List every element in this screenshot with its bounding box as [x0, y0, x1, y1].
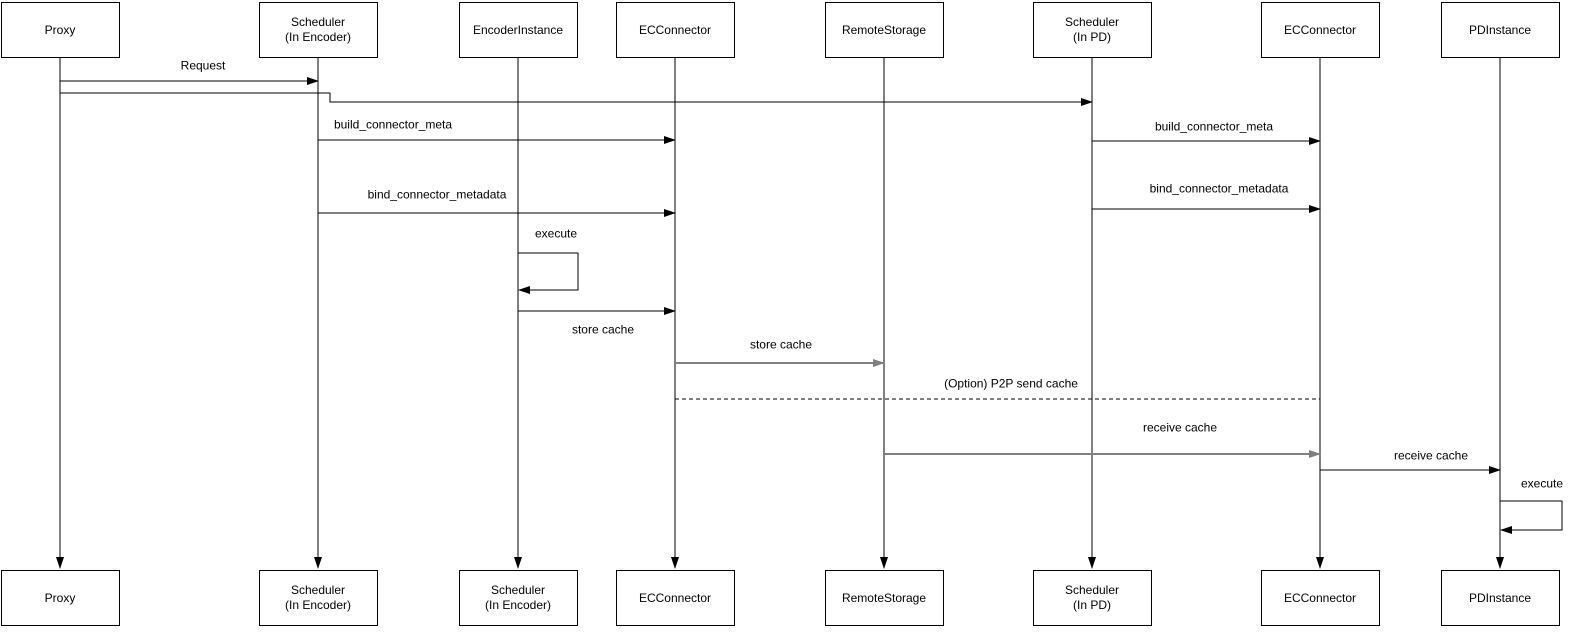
- participant-bottom-box-remotestorage-4: RemoteStorage: [824, 570, 944, 626]
- participant-bottom-label-0: Proxy: [44, 590, 76, 605]
- participant-bottom-label-7: PDInstance: [1468, 590, 1532, 605]
- participant-bottom-box-pdinstance-7: PDInstance: [1440, 570, 1560, 626]
- participant-bottom-box-scheduler-in-pd-5: Scheduler (In PD): [1032, 570, 1152, 626]
- participant-top-label-1: Scheduler (In Encoder): [284, 15, 352, 44]
- participant-top-label-6: ECConnector: [1283, 22, 1357, 37]
- message-label-build-connector-meta-2: build_connector_meta: [333, 117, 453, 132]
- message-label-bind-connector-metadata-4: bind_connector_metadata: [367, 187, 507, 202]
- participant-bottom-box-proxy-0: Proxy: [0, 570, 120, 626]
- participant-bottom-box-ecconnector-6: ECConnector: [1260, 570, 1380, 626]
- message-label-receive-cache-10: receive cache: [1142, 420, 1218, 435]
- participant-top-label-2: EncoderInstance: [472, 22, 564, 37]
- participant-bottom-label-3: ECConnector: [638, 590, 712, 605]
- participant-bottom-label-4: RemoteStorage: [841, 590, 927, 605]
- message-arrow-unlabeled-1: [60, 92, 1093, 106]
- message-arrow-execute-12: [1500, 500, 1563, 534]
- participant-top-label-5: Scheduler (In PD): [1064, 15, 1120, 44]
- participant-top-box-pdinstance-7: PDInstance: [1440, 2, 1560, 58]
- participant-top-box-proxy-0: Proxy: [0, 2, 120, 58]
- participant-bottom-box-ecconnector-3: ECConnector: [615, 570, 735, 626]
- participant-top-label-7: PDInstance: [1468, 22, 1532, 37]
- participant-top-label-4: RemoteStorage: [841, 22, 927, 37]
- message-label-store-cache-8: store cache: [749, 337, 813, 352]
- participant-bottom-label-5: Scheduler (In PD): [1064, 583, 1120, 612]
- participant-bottom-label-1: Scheduler (In Encoder): [284, 583, 352, 612]
- participant-bottom-box-scheduler-in-encoder-2: Scheduler (In Encoder): [458, 570, 578, 626]
- participant-top-box-ecconnector-6: ECConnector: [1260, 2, 1380, 58]
- participant-top-label-0: Proxy: [44, 22, 76, 37]
- participant-top-box-remotestorage-4: RemoteStorage: [824, 2, 944, 58]
- participant-bottom-label-6: ECConnector: [1283, 590, 1357, 605]
- message-label-store-cache-7: store cache: [571, 322, 635, 337]
- message-label-receive-cache-11: receive cache: [1393, 448, 1469, 463]
- message-label-build-connector-meta-3: build_connector_meta: [1154, 119, 1274, 134]
- message-label-option-p2p-send-cache-9: (Option) P2P send cache: [944, 376, 1078, 391]
- participant-bottom-label-2: Scheduler (In Encoder): [484, 583, 552, 612]
- participant-top-label-3: ECConnector: [638, 22, 712, 37]
- message-arrow-execute-6: [518, 252, 579, 294]
- participant-top-box-encoderinstance-2: EncoderInstance: [458, 2, 578, 58]
- message-label-request-0: Request: [180, 58, 226, 73]
- message-label-execute-12: execute: [1520, 476, 1564, 491]
- message-label-execute-6: execute: [534, 226, 578, 241]
- message-label-bind-connector-metadata-5: bind_connector_metadata: [1149, 181, 1289, 196]
- participant-top-box-scheduler-in-encoder-1: Scheduler (In Encoder): [258, 2, 378, 58]
- participant-top-box-ecconnector-3: ECConnector: [615, 2, 735, 58]
- participant-top-box-scheduler-in-pd-5: Scheduler (In PD): [1032, 2, 1152, 58]
- participant-bottom-box-scheduler-in-encoder-1: Scheduler (In Encoder): [258, 570, 378, 626]
